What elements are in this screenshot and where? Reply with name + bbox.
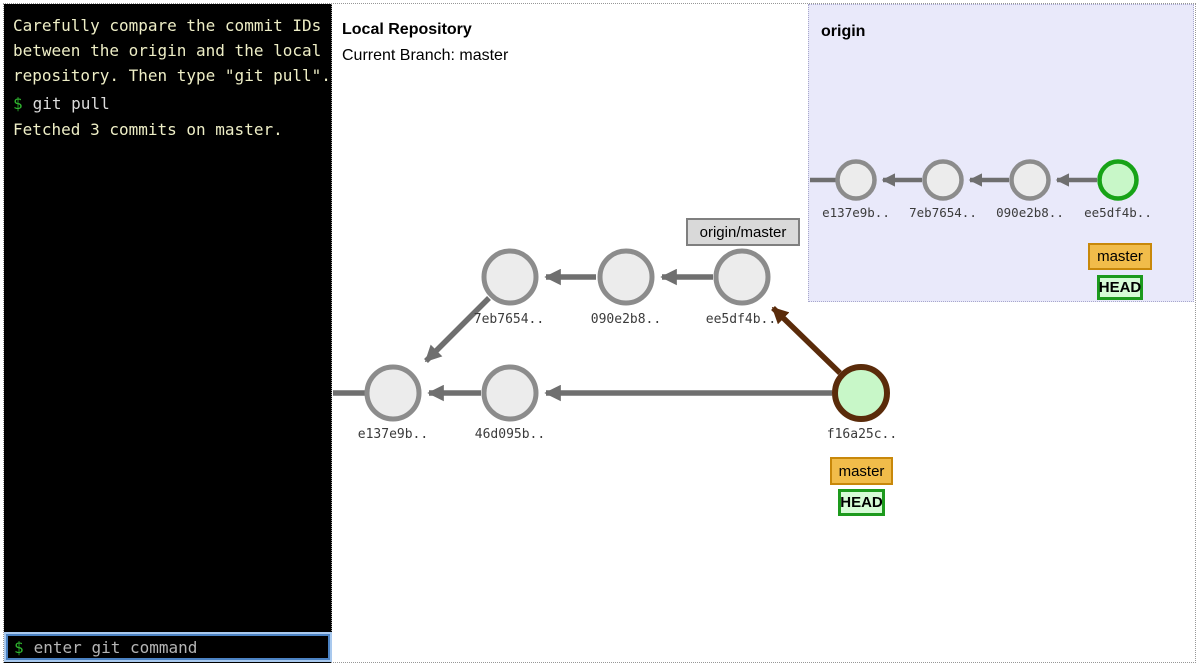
local-head-badge: HEAD [838,489,885,516]
local-master-badge: master [830,457,893,485]
terminal-message-line: Carefully compare the commit IDs [13,16,322,35]
prompt-symbol: $ [13,94,23,113]
current-branch-label: Current Branch: master [342,47,509,64]
input-prompt-symbol: $ [14,637,24,657]
local-repo-title: Local Repository [342,21,472,38]
terminal-response: Fetched 3 commits on master. [13,120,283,139]
terminal-command-line: $ git pull [13,91,323,116]
terminal-panel: Carefully compare the commit IDs between… [4,4,332,663]
terminal-output: Carefully compare the commit IDs between… [4,4,331,142]
origin-panel-title: origin [821,23,866,40]
git-command-input[interactable]: $ enter git command [6,634,330,660]
origin-head-badge: HEAD [1097,275,1143,300]
executed-command: git pull [32,94,110,113]
origin-master-badge-remote: master [1088,243,1152,270]
terminal-message-line: between the origin and the local [13,41,322,60]
origin-master-badge: origin/master [686,218,800,246]
git-command-placeholder: enter git command [33,637,198,657]
page-border [3,3,1196,663]
terminal-message-line: repository. Then type "git pull". [13,66,331,85]
local-repo-header: Local Repository Current Branch: master [342,21,508,65]
